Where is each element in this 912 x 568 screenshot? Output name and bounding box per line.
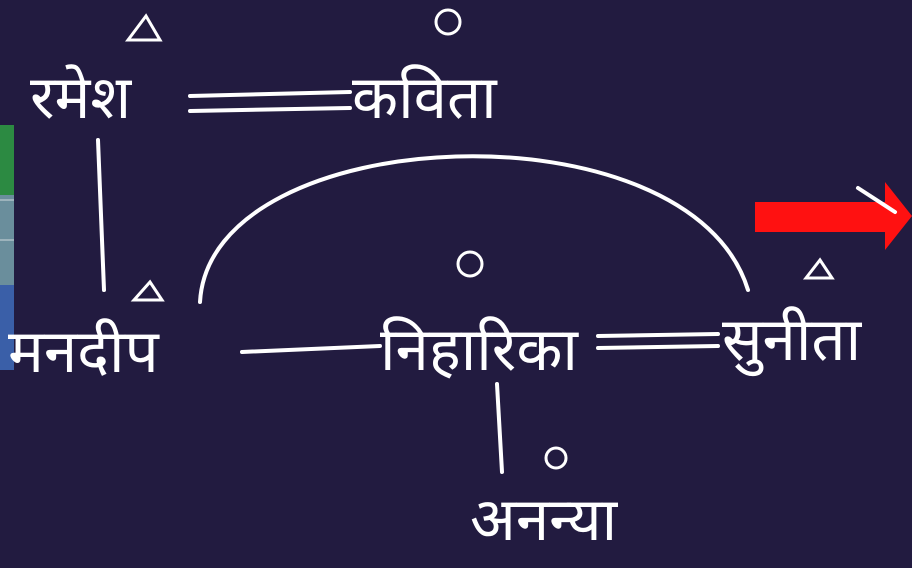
circle-icon	[458, 252, 482, 276]
marriage-line-top-2	[598, 334, 718, 336]
node-ramesh: रमेश	[30, 63, 132, 133]
node-niharika: निहारिका	[380, 315, 579, 385]
node-mandeep: मनदीप	[8, 317, 160, 387]
connectors	[98, 92, 748, 472]
triangle-icon	[134, 282, 162, 300]
red-arrow-icon	[755, 182, 912, 250]
descent-line-niharika	[497, 384, 502, 472]
marriage-line-mandeep	[242, 346, 380, 352]
marriage-line-bottom	[190, 108, 350, 111]
node-ananya: अनन्या	[470, 485, 619, 555]
sibling-arc	[200, 156, 748, 302]
node-sunita: सुनीता	[722, 305, 863, 377]
marriage-line-bottom-2	[598, 346, 718, 348]
descent-line-ramesh	[98, 140, 104, 290]
node-kavita: कविता	[352, 63, 498, 133]
circle-icon	[546, 448, 566, 468]
marriage-line-top	[190, 92, 350, 96]
circle-icon	[436, 10, 460, 34]
triangle-icon	[806, 260, 832, 278]
triangle-icon	[128, 16, 160, 40]
